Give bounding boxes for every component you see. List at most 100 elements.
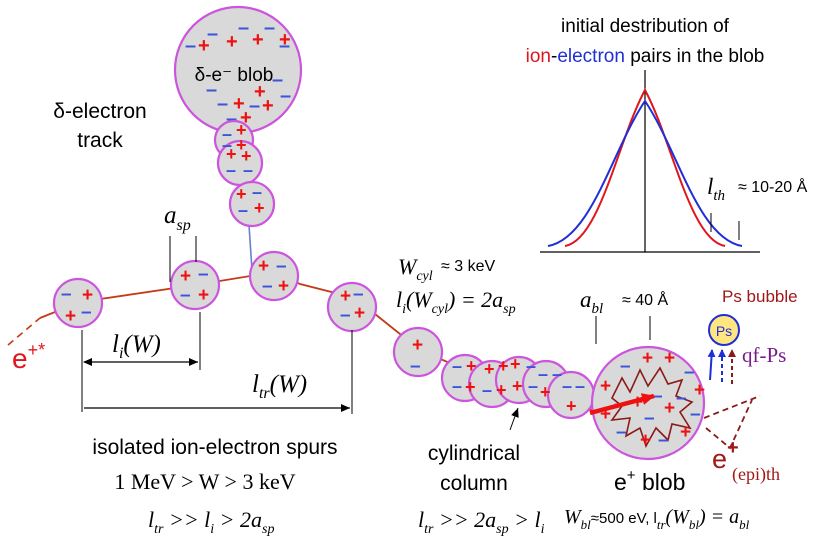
svg-text:–: –: [526, 356, 536, 376]
svg-text:+: +: [640, 430, 651, 451]
delta-track-label-2: track: [77, 129, 123, 152]
spur-4: [326, 281, 378, 333]
column-pointer-arrow: [509, 407, 519, 431]
li-symbol: l: [112, 331, 119, 358]
a-bl-sub: bl: [592, 301, 604, 317]
svg-text:–: –: [243, 160, 253, 180]
svg-text:–: –: [249, 95, 260, 117]
column-label-1: cylindrical: [428, 442, 520, 465]
e-blob-e: e: [614, 469, 627, 495]
distribution-dash: -: [551, 46, 557, 67]
a-bl-symbol: a: [580, 287, 592, 312]
w-cyl-symbol: W: [398, 254, 418, 279]
svg-text:+: +: [540, 382, 551, 402]
svg-text:+: +: [262, 95, 274, 117]
svg-text:–: –: [206, 79, 217, 101]
isolated-title: isolated ion-electron spurs: [92, 436, 337, 459]
fast-positron-sup: +*: [28, 340, 46, 360]
w-bl-value: ≈500 eV, l: [591, 510, 657, 527]
svg-text:+: +: [664, 398, 675, 419]
svg-text:–: –: [562, 376, 572, 396]
svg-text:+: +: [510, 354, 521, 374]
epi-path-2: [705, 399, 753, 450]
w-bl-arg: (W: [666, 506, 692, 528]
svg-text:+: +: [254, 81, 266, 103]
svg-text:+: +: [465, 377, 476, 397]
svg-text:+: +: [694, 380, 705, 401]
svg-text:–: –: [652, 386, 663, 407]
e-blob-label: e+ blob: [614, 467, 685, 495]
distribution-rest: pairs in the blob: [625, 46, 764, 67]
svg-text:–: –: [340, 305, 351, 326]
cyl-cond-tr: tr: [424, 522, 434, 537]
svg-text:+: +: [240, 107, 252, 129]
li-W-label: li(W): [112, 331, 161, 362]
svg-text:–: –: [185, 35, 196, 57]
cyl-cond-sp: sp: [496, 522, 508, 537]
column-condition: ltr >> 2asp > li: [418, 507, 545, 537]
svg-text:+: +: [412, 335, 423, 356]
svg-text:+: +: [664, 348, 675, 369]
svg-text:–: –: [528, 376, 538, 396]
delta-track-label-1: δ-electron: [53, 100, 146, 123]
svg-text:–: –: [482, 380, 492, 400]
w-bl-rhs: ) = a: [698, 506, 739, 528]
cylindrical-column: –+–+ ++–+ +–+– ––+ ––+: [440, 353, 596, 420]
svg-text:–: –: [272, 69, 283, 91]
column-label-2: column: [440, 472, 508, 495]
svg-text:–: –: [222, 135, 232, 155]
svg-text:–: –: [226, 108, 237, 130]
isolated-range: 1 MeV > W > 3 keV: [114, 469, 295, 494]
svg-text:+: +: [680, 422, 691, 443]
svg-text:–: –: [207, 23, 218, 45]
svg-text:+: +: [484, 359, 495, 379]
li-cyl-rhs: ) = 2a: [446, 287, 503, 312]
svg-text:+: +: [82, 285, 93, 306]
e-blob-rest: blob: [636, 469, 686, 495]
svg-text:–: –: [262, 276, 273, 297]
cyl-cond-l: l: [418, 507, 424, 532]
ps-formation-arrow-1: [707, 349, 716, 381]
cyl-cond-rhs: > l: [509, 507, 541, 532]
svg-text:+: +: [642, 348, 653, 369]
svg-text:–: –: [222, 124, 232, 144]
svg-text:–: –: [353, 284, 364, 305]
svg-text:+: +: [236, 184, 247, 204]
iso-cond-i: i: [210, 522, 214, 537]
epi-path-1: [703, 395, 761, 419]
iso-cond-tr: tr: [154, 522, 164, 537]
delta-blob: ––––– ++++ +–– ––+– ++– δ-e⁻ blob: [173, 5, 303, 135]
svg-text:–: –: [198, 264, 209, 285]
li-arg: (W): [123, 331, 160, 358]
svg-text:+: +: [466, 356, 477, 376]
svg-text:+: +: [236, 120, 247, 140]
svg-text:+: +: [241, 146, 252, 166]
delta-spurs: –+–+ ++–– +––+: [213, 119, 276, 228]
svg-text:+: +: [512, 376, 523, 396]
svg-text:–: –: [238, 200, 248, 220]
svg-text:+: +: [236, 135, 247, 155]
delta-blob-charges: ––––– ++++ +–– ––+– ++–: [185, 17, 291, 130]
epi-sup: +: [727, 437, 739, 459]
distribution-inset: [540, 70, 760, 253]
svg-text:–: –: [616, 422, 627, 443]
li-cyl-equation: li(Wcyl) = 2asp: [396, 287, 516, 317]
l-th-value: ≈ 10-20 Å: [738, 177, 808, 196]
svg-text:–: –: [264, 17, 275, 39]
isolated-spurs: –++– +––+ +––+ +––+ +–: [52, 250, 444, 378]
svg-text:–: –: [452, 356, 462, 376]
li-cyl-symbol: l: [396, 287, 402, 312]
qf-ps-label: qf-Ps: [742, 343, 786, 367]
svg-text:–: –: [180, 285, 191, 306]
w-cyl-value: ≈ 3 keV: [441, 258, 495, 275]
svg-text:+: +: [65, 306, 76, 327]
svg-text:+: +: [254, 198, 265, 218]
svg-text:+: +: [258, 256, 269, 277]
svg-text:–: –: [217, 93, 228, 115]
ltr-W-label: ltr(W): [252, 371, 307, 402]
svg-text:–: –: [279, 35, 290, 57]
w-bl-symbol: W: [564, 506, 583, 528]
ps-bubble-circle: [708, 314, 740, 346]
epi-e: e: [712, 444, 727, 474]
